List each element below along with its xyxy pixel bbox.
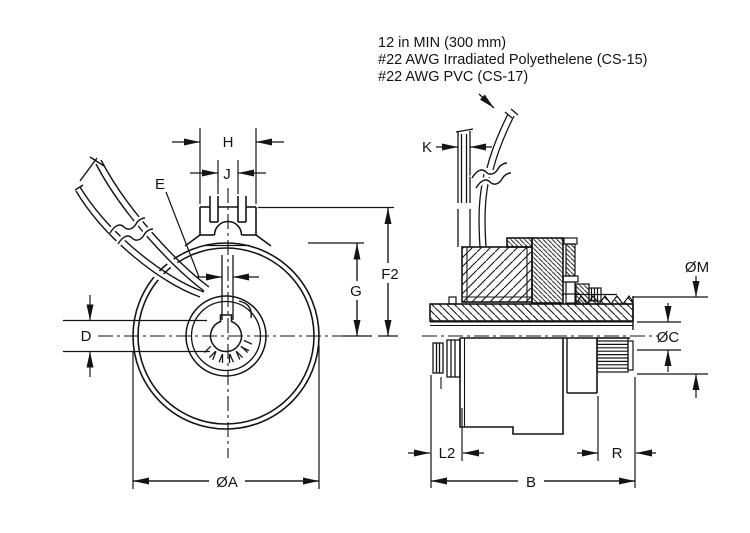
- dimension-l2: L2: [408, 375, 484, 488]
- dim-label-dia-m: ØM: [685, 259, 709, 276]
- dim-label-e: E: [155, 176, 165, 193]
- terminal-block: [184, 196, 272, 320]
- hub-tab: [238, 300, 252, 319]
- annotation-leader-arrow: [478, 93, 495, 109]
- mounting-stud: [562, 237, 580, 304]
- bore-with-keyway: [209, 314, 243, 353]
- dimension-j: J: [190, 160, 266, 194]
- dim-label-d: D: [81, 328, 92, 345]
- field-cup-lip: [506, 237, 533, 248]
- front-centerlines: [98, 188, 345, 458]
- dimension-dia-a: ØA: [132, 345, 320, 491]
- dimension-g: G: [308, 242, 372, 337]
- annotation: 12 in MIN (300 mm) #22 AWG Irradiated Po…: [378, 35, 647, 109]
- threaded-shaft: [596, 337, 634, 373]
- wire-break-squiggles: [107, 215, 154, 246]
- dimension-dia-c: ØC: [637, 303, 681, 372]
- dim-label-dia-a: ØA: [216, 474, 238, 491]
- dimension-dia-m: ØM: [633, 259, 709, 398]
- dimension-f2: F2: [258, 206, 402, 337]
- annotation-line-2: #22 AWG Irradiated Polyethelene (CS-15): [378, 52, 647, 68]
- dim-label-g: G: [350, 283, 362, 300]
- field-cup-section: [531, 237, 564, 304]
- flange-band-section: [429, 303, 634, 322]
- dimension-h: H: [172, 128, 284, 204]
- dim-label-b: B: [526, 474, 536, 491]
- dimension-k: K: [422, 139, 492, 156]
- dimension-b: B: [431, 471, 635, 491]
- dim-label-k: K: [422, 139, 432, 156]
- flange-tab: [448, 296, 457, 305]
- front-lead-wires: [72, 156, 210, 301]
- body-inner-rim-circle: [137, 247, 315, 425]
- dim-label-l2: L2: [439, 445, 456, 462]
- side-view: [422, 108, 658, 435]
- body-outer-circle: [132, 242, 320, 430]
- coil-section: [461, 246, 533, 303]
- front-view: [72, 156, 345, 458]
- dim-label-h: H: [223, 134, 234, 151]
- annotation-line-3: #22 AWG PVC (CS-17): [378, 69, 528, 85]
- dim-label-dia-c: ØC: [657, 329, 680, 346]
- hub-outer-circle: [185, 295, 267, 377]
- slotted-hub: [432, 339, 461, 389]
- dim-label-f2: F2: [381, 266, 399, 283]
- wire-break-squiggles: [469, 160, 512, 190]
- dim-label-j: J: [223, 166, 231, 183]
- dimension-d: D: [63, 295, 210, 377]
- dimensions: H J E D: [63, 128, 709, 491]
- wire-hole-arc: [213, 220, 243, 236]
- side-lead-wires: [455, 108, 519, 248]
- annotation-line-1: 12 in MIN (300 mm): [378, 35, 506, 51]
- dimension-r: R: [577, 377, 656, 488]
- spline-ticks: [204, 339, 253, 363]
- dim-label-r: R: [612, 445, 623, 462]
- hub-inner-circle: [190, 300, 262, 372]
- dimension-e: E: [155, 176, 259, 281]
